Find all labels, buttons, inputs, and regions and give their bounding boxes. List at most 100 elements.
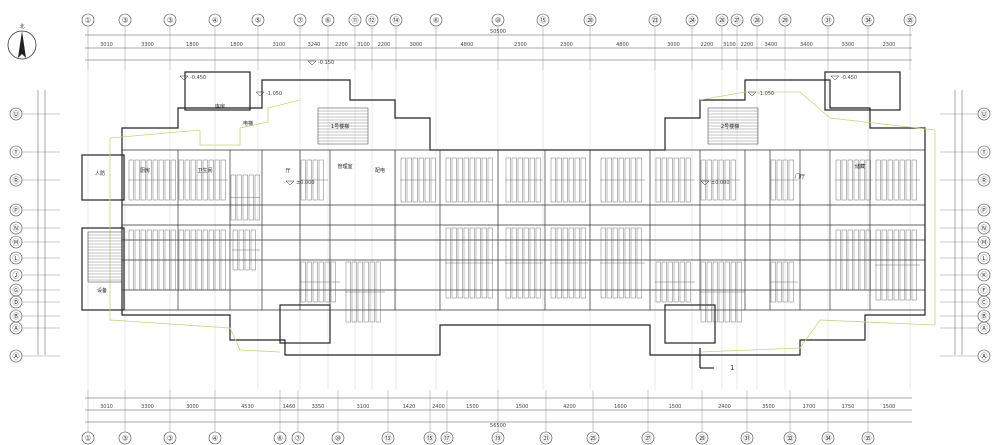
axis-label: Ⓜ xyxy=(13,239,20,247)
axis-label: ⑦ xyxy=(295,435,301,443)
axis-label: ⑤ xyxy=(255,17,261,25)
dimension-text: 1500 xyxy=(669,404,682,410)
axis-label: ③ xyxy=(122,435,128,443)
axis-label: Ⓐ xyxy=(13,325,20,333)
level-mark-text: -0.150 xyxy=(318,60,334,66)
building-outline xyxy=(81,71,926,356)
axis-label: ⑭ xyxy=(393,17,400,25)
axis-label: ⑦ xyxy=(297,17,303,25)
dimension-text: 2300 xyxy=(514,42,527,48)
dimension-text: 3100 xyxy=(357,404,370,410)
axis-label: Ⓕ xyxy=(981,287,988,295)
north-arrow-icon: 北 xyxy=(7,23,37,60)
axis-label: ③ xyxy=(167,17,173,25)
axis-label: ⑲ xyxy=(495,435,502,443)
fixture-blocks xyxy=(128,157,920,323)
dimension-text: 4800 xyxy=(461,42,474,48)
axis-label: Ⓖ xyxy=(13,287,20,295)
dimension-text: 2200 xyxy=(701,42,714,48)
axis-label: Ⓟ xyxy=(981,207,988,215)
room-label: 厨房 xyxy=(140,167,150,174)
axis-label: ④ xyxy=(212,17,218,25)
dimension-text: 3300 xyxy=(141,42,154,48)
axis-label: ㉓ xyxy=(652,17,659,25)
axis-label: ㉞ xyxy=(825,435,832,443)
dimension-text: 1460 xyxy=(283,404,296,410)
room-label: 库房 xyxy=(215,103,225,110)
axis-label: Ⓙ xyxy=(13,272,20,280)
axis-label: ⑰ xyxy=(444,435,451,443)
dimension-text: 2400 xyxy=(718,404,731,410)
axis-label: Ⓑ xyxy=(13,313,20,321)
axis-label: ㉟ xyxy=(865,435,872,443)
axis-label: Ⓐ xyxy=(13,353,20,361)
axis-label: ㉛ xyxy=(744,435,751,443)
axis-label: ⑥ xyxy=(277,435,283,443)
dimension-text: 1500 xyxy=(516,404,529,410)
room-label: 厅 xyxy=(285,168,290,174)
dimension-text: 3100 xyxy=(723,42,736,48)
axis-label: ⑮ xyxy=(540,17,547,25)
room-label: 电梯 xyxy=(243,120,253,127)
axis-label: ⑩ xyxy=(495,17,501,25)
axis-label: ① xyxy=(85,17,91,25)
axis-label: ㉟ xyxy=(907,17,914,25)
axis-label: ④ xyxy=(212,435,218,443)
axis-label: ⑥ xyxy=(433,17,439,25)
interior-walls xyxy=(122,149,925,311)
axis-label: Ⓓ xyxy=(13,299,20,307)
bottom-dimension-lines xyxy=(85,397,912,423)
room-label: 人防 xyxy=(95,170,105,177)
axis-label: Ⓚ xyxy=(981,272,988,280)
axis-label: ㉖ xyxy=(719,17,726,25)
top-total-dimension: 50500 xyxy=(490,29,506,35)
dimension-text: 1420 xyxy=(403,404,416,410)
axis-label: Ⓜ xyxy=(981,239,988,247)
dimension-text: 3400 xyxy=(765,42,778,48)
axis-label: ⑥ xyxy=(325,17,331,25)
axis-label: Ⓡ xyxy=(981,177,988,185)
dimension-text: 2300 xyxy=(883,42,896,48)
axis-label: ㉜ xyxy=(787,435,794,443)
top-dimension-lines xyxy=(85,34,912,61)
room-label: 配电 xyxy=(375,167,385,174)
axis-label: Ⓟ xyxy=(13,207,20,215)
dimension-text: 3300 xyxy=(141,404,154,410)
axis-label: Ⓑ xyxy=(981,313,988,321)
axis-label: ③ xyxy=(167,435,173,443)
dimension-text: 3300 xyxy=(842,42,855,48)
axis-label: ㉕ xyxy=(590,435,597,443)
dimension-text: 3100 xyxy=(273,42,286,48)
dimension-text: 2200 xyxy=(741,42,754,48)
axis-label: Ⓛ xyxy=(13,255,20,263)
room-label: 2号楼梯 xyxy=(721,123,739,130)
dimension-text: 3100 xyxy=(357,42,370,48)
stair-treads xyxy=(88,110,758,281)
bottom-total-dimension: 56500 xyxy=(490,423,506,429)
room-label: 储藏 xyxy=(855,163,865,170)
axis-label: Ⓛ xyxy=(981,255,988,263)
dimension-text: 1500 xyxy=(466,404,479,410)
axis-label: Ⓝ xyxy=(981,225,988,233)
room-label: 卫生间 xyxy=(197,167,212,174)
dimension-text: 3350 xyxy=(312,404,325,410)
room-label: 门厅 xyxy=(795,173,805,180)
level-mark-text: ±0.000 xyxy=(711,180,730,186)
section-mark: 1 xyxy=(699,348,734,372)
dimension-text: 4200 xyxy=(563,404,576,410)
level-marks: -0.150-0.450-0.450-1.050-1.050±0.000±0.0… xyxy=(179,60,857,186)
axis-label: ① xyxy=(85,435,91,443)
level-mark-text: -0.450 xyxy=(841,75,857,81)
axis-label: Ⓐ xyxy=(981,325,988,333)
axis-label: ㉘ xyxy=(754,17,761,25)
axis-label: ⑩ xyxy=(335,435,341,443)
dimension-text: 1750 xyxy=(842,404,855,410)
